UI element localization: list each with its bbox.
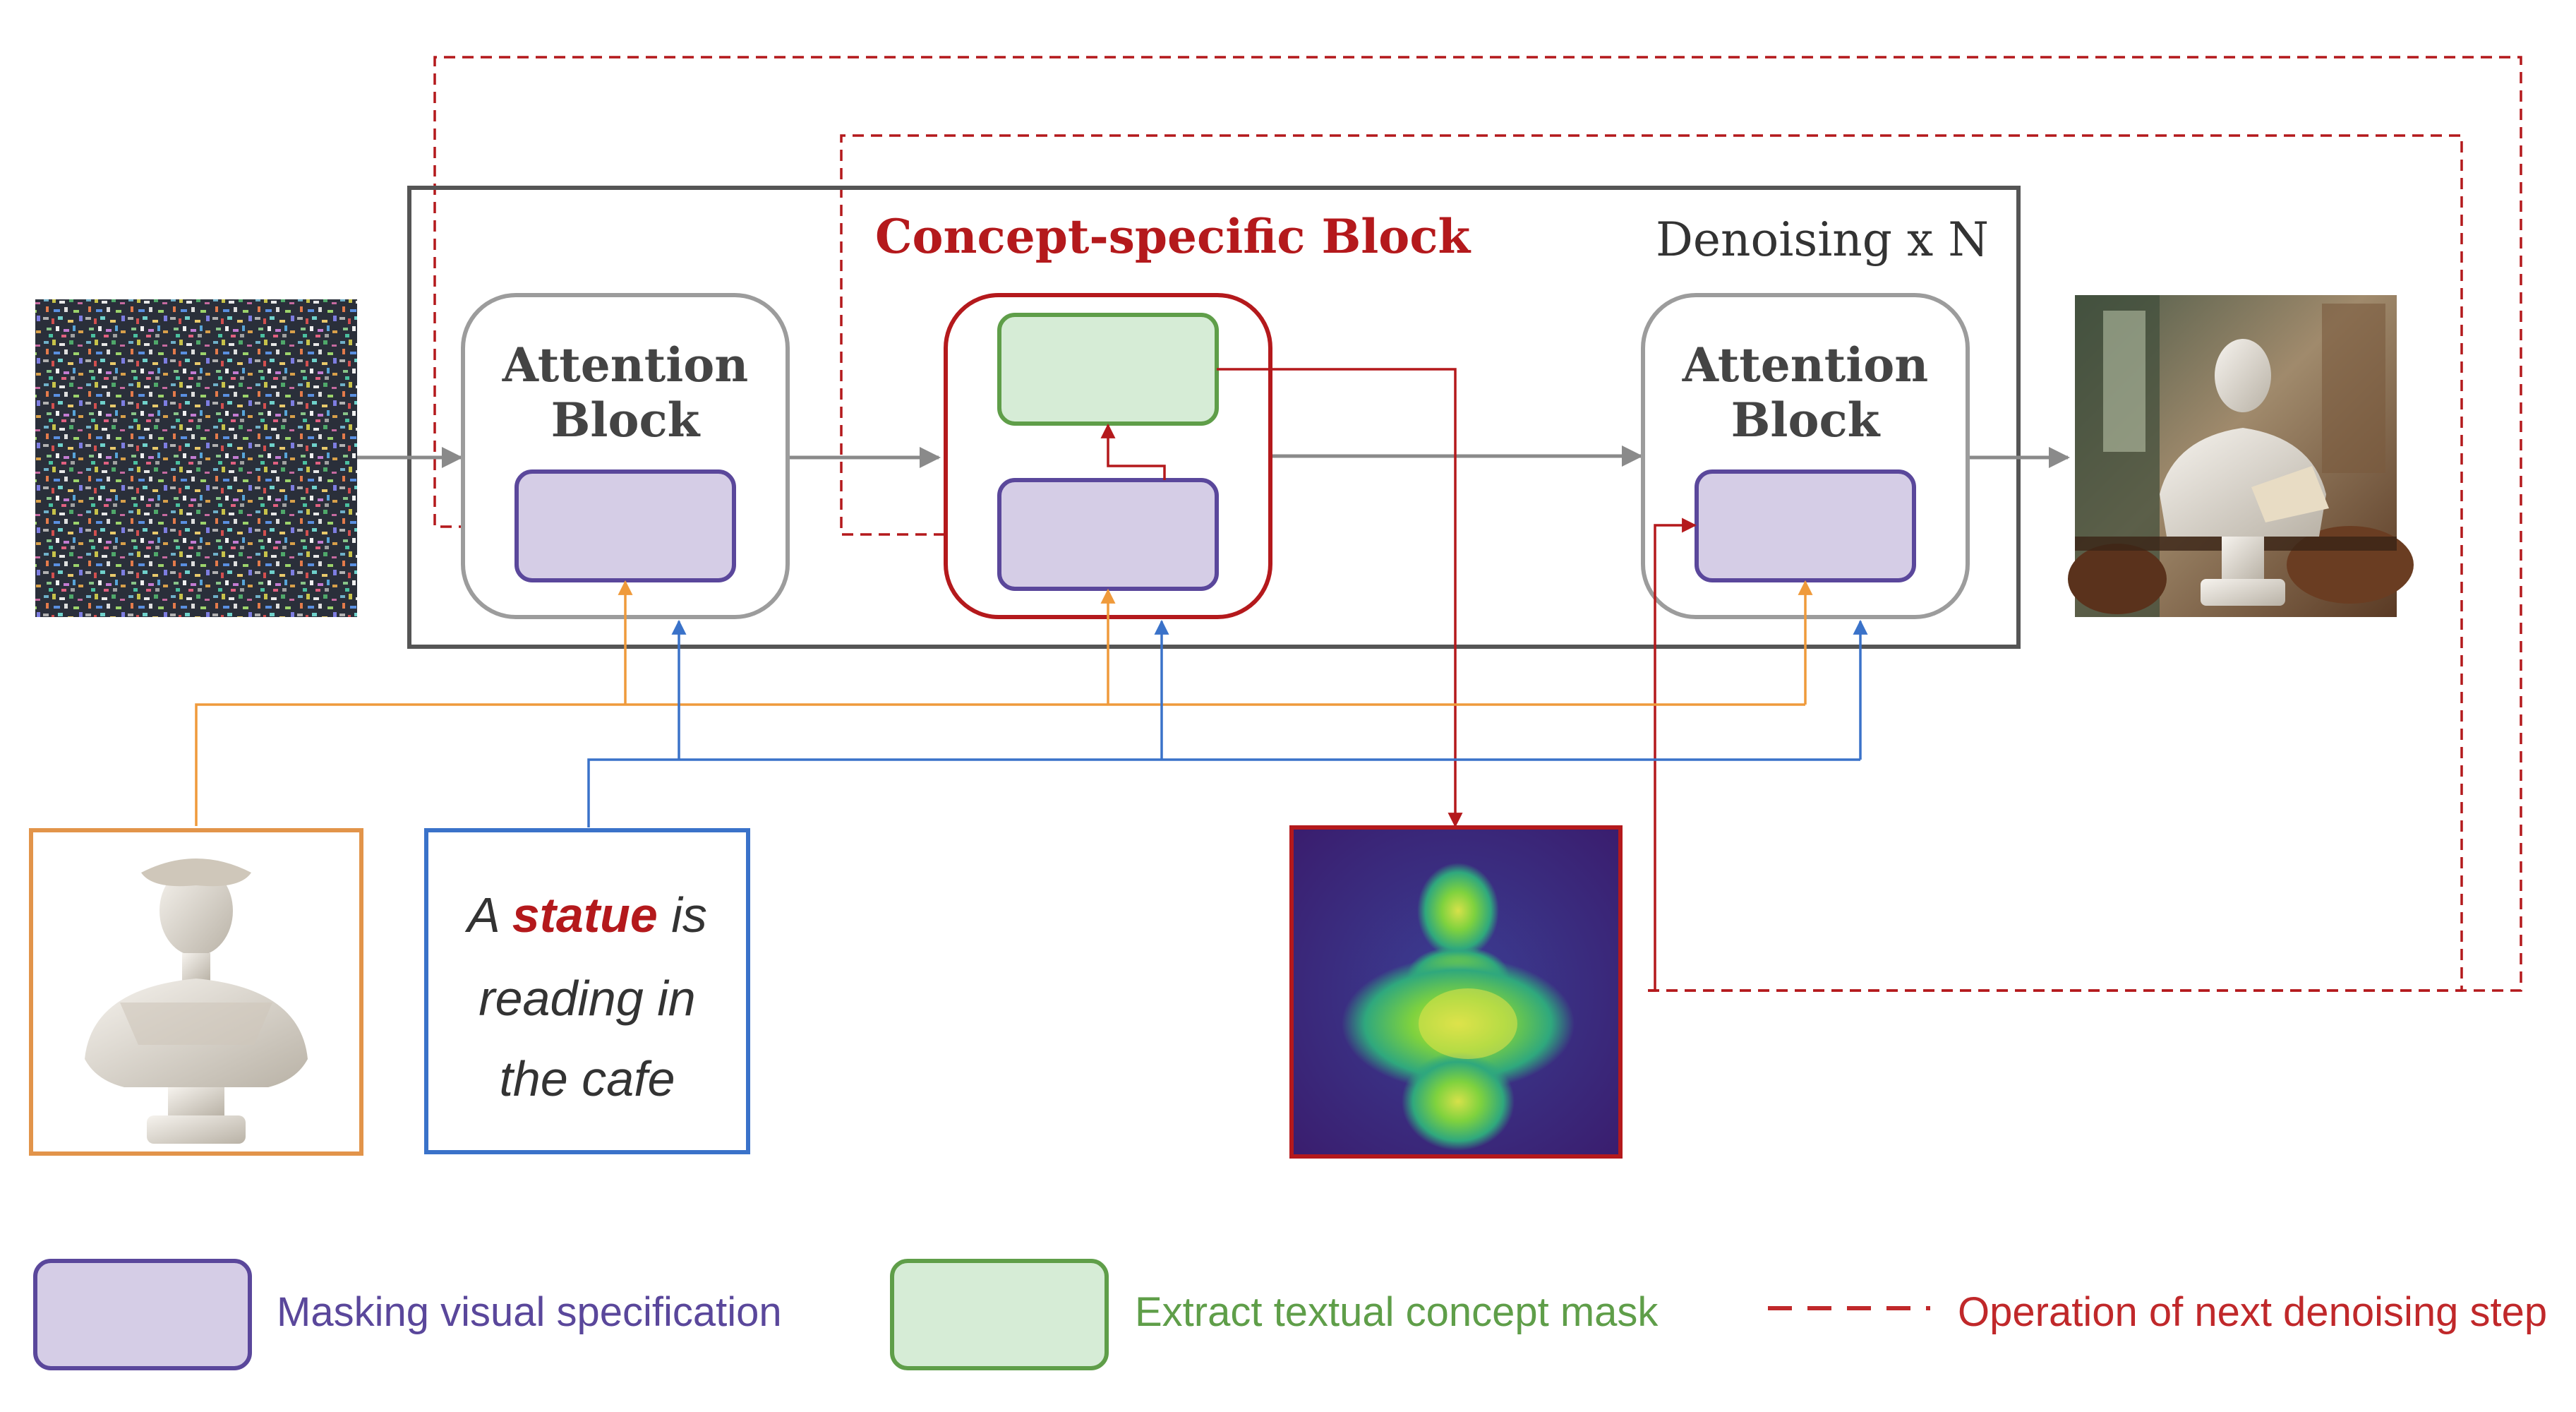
orange-arrows bbox=[195, 580, 1813, 826]
feedback-loops bbox=[433, 56, 2522, 992]
prompt-line-1: A statue is bbox=[464, 887, 707, 943]
concept-mask-heatmap bbox=[1289, 825, 1623, 1159]
prompt-line-3: the cafe bbox=[499, 1051, 675, 1106]
arrow-mask-to-attn2 bbox=[1648, 517, 1697, 992]
feedback-loop-inner bbox=[840, 134, 2463, 992]
denoising-label: Denoising x N bbox=[1656, 213, 1989, 267]
legend-label-next-step: Operation of next denoising step bbox=[1958, 1289, 2547, 1335]
concept-mask-extract-box bbox=[997, 313, 1219, 426]
attention-block-2-mask-box bbox=[1695, 469, 1916, 582]
legend-label-textual-mask: Extract textual concept mask bbox=[1135, 1289, 1659, 1335]
reference-statue-image bbox=[29, 828, 363, 1156]
arrow-visual-to-extract bbox=[1100, 423, 1166, 480]
blue-arrows bbox=[587, 619, 1868, 827]
concept-mask-visual-box bbox=[997, 478, 1219, 591]
attention-block-1-line1: Attention bbox=[502, 337, 749, 393]
prompt-highlight-word: statue bbox=[512, 887, 658, 943]
denoising-frame bbox=[407, 186, 2021, 649]
attention-block-2: Attention Block bbox=[1641, 293, 1970, 619]
prompt-line-1-pre: A bbox=[464, 887, 512, 943]
concept-block-title: Concept-specific Block bbox=[875, 209, 1471, 264]
text-prompt-box: A statue is reading in the cafe bbox=[424, 828, 750, 1154]
blue-trunk bbox=[587, 758, 1860, 827]
attention-block-2-line2: Block bbox=[1731, 393, 1881, 448]
attention-block-1-mask-box bbox=[514, 469, 736, 582]
legend-swatch-textual-mask bbox=[890, 1259, 1109, 1370]
prompt-line-1-post: is bbox=[658, 887, 707, 943]
noise-image bbox=[35, 299, 357, 617]
legend: Masking visual specification Extract tex… bbox=[33, 1259, 2547, 1370]
legend-label-visual-spec: Masking visual specification bbox=[277, 1289, 782, 1335]
red-solid-arrows bbox=[1100, 368, 1697, 992]
arrow-extract-to-mask bbox=[1217, 368, 1463, 828]
legend-swatch-visual-spec bbox=[33, 1259, 252, 1370]
attention-block-1: Attention Block bbox=[461, 293, 790, 619]
orange-trunk bbox=[195, 703, 1805, 826]
prompt-line-2: reading in bbox=[479, 971, 695, 1026]
output-image bbox=[2068, 295, 2414, 617]
attention-block-1-line2: Block bbox=[551, 393, 701, 448]
feedback-loop-outer bbox=[433, 56, 2522, 992]
attention-block-2-line1: Attention bbox=[1682, 337, 1929, 393]
